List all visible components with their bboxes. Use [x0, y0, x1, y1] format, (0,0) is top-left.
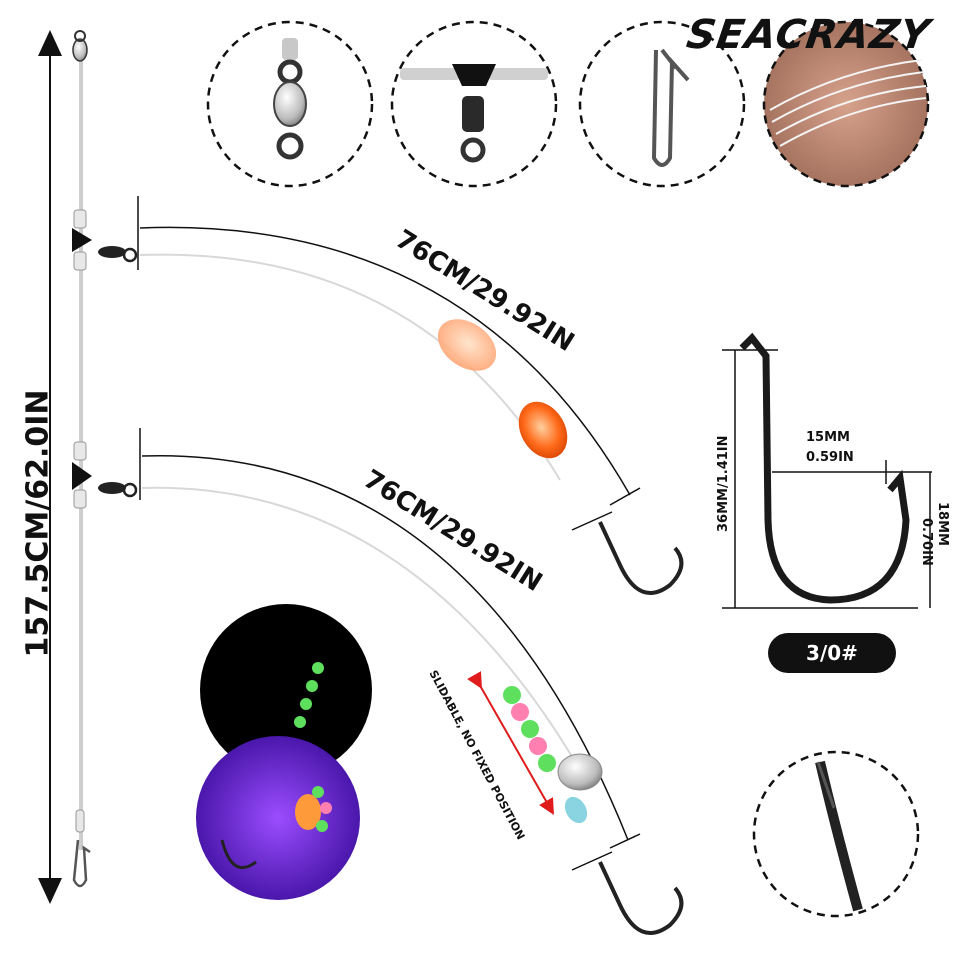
hook-gape-in-label: 0.70IN	[919, 518, 934, 566]
slidable-arrow	[467, 671, 554, 815]
total-length-arrow	[38, 30, 62, 904]
hook-gap-in-label: 0.59IN	[806, 450, 854, 465]
glow-inset	[196, 604, 372, 900]
leader-1-float	[518, 401, 568, 459]
three-way-swivel-2-icon	[72, 441, 138, 509]
detail-circle-swivel	[206, 20, 374, 188]
brand-logo: SEACRAZY	[683, 12, 934, 58]
hook-size-badge: 3/0#	[768, 633, 896, 673]
leader-1-float-blur	[437, 319, 497, 371]
detail-circle-line	[762, 20, 930, 188]
float-bead-blue	[564, 796, 588, 824]
three-way-swivel-1-icon	[72, 209, 138, 271]
leader-1	[137, 196, 684, 595]
spinner-blade	[557, 753, 603, 791]
hook-length-label: 36MM/1.41IN	[716, 435, 731, 532]
detail-circle-snap	[578, 20, 746, 188]
detail-circle-three-way	[390, 20, 558, 188]
total-length-label: 157.5CM/62.0IN	[20, 389, 56, 658]
top-swivel-icon	[72, 30, 88, 62]
bottom-snap-icon	[72, 809, 91, 888]
hook-diagram	[722, 332, 932, 609]
bead-stack	[503, 686, 556, 772]
hook-gap-mm-label: 15MM	[806, 430, 850, 445]
hook-gape-mm-label: 18MM	[935, 502, 950, 546]
detail-circle-hook-point	[752, 750, 920, 918]
